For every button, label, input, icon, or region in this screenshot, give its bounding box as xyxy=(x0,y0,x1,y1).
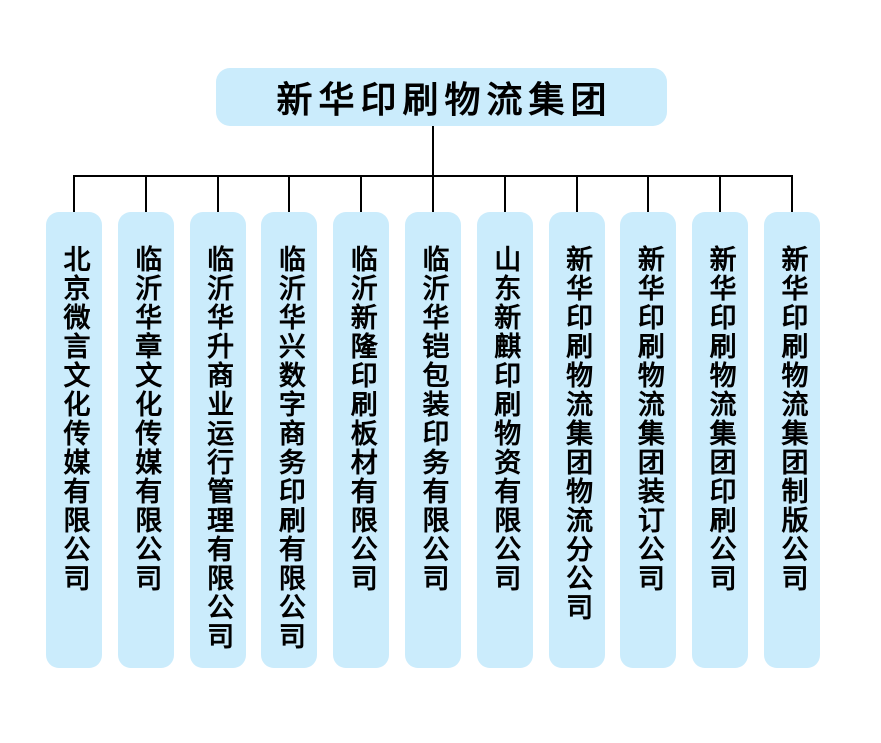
group-root-label: 新华印刷物流集团 xyxy=(276,80,613,121)
connector-drop xyxy=(575,176,578,212)
connector-drop xyxy=(144,176,147,212)
company-name: 山东新麒印刷物资有限公司 xyxy=(489,245,521,593)
company-node: 北京微言文化传媒有限公司 xyxy=(46,212,102,668)
company-node: 临沂新隆印刷板材有限公司 xyxy=(333,212,390,668)
connector-drop xyxy=(647,176,650,212)
org-node-cell: 山东新麒印刷物资有限公司 xyxy=(476,176,533,668)
org-node-cell: 新华印刷物流集团物流分公司 xyxy=(548,176,605,668)
group-root-node: 新华印刷物流集团 xyxy=(216,68,667,126)
subsidiaries-row: 北京微言文化传媒有限公司 临沂华章文化传媒有限公司 临沂华升商业运行管理有限公司… xyxy=(46,176,820,668)
org-node-cell: 临沂新隆印刷板材有限公司 xyxy=(333,176,390,668)
connector-drop xyxy=(288,176,291,212)
company-name: 新华印刷物流集团制版公司 xyxy=(776,245,808,593)
company-node: 临沂华升商业运行管理有限公司 xyxy=(189,212,246,668)
connector-drop xyxy=(216,176,219,212)
company-name: 临沂华铠包装印务有限公司 xyxy=(417,245,449,593)
company-name: 临沂华兴数字商务印刷有限公司 xyxy=(273,245,305,651)
org-node-cell: 临沂华铠包装印务有限公司 xyxy=(404,176,461,668)
company-name: 新华印刷物流集团装订公司 xyxy=(632,245,664,593)
company-name: 新华印刷物流集团物流分公司 xyxy=(561,245,593,622)
org-node-cell: 临沂华兴数字商务印刷有限公司 xyxy=(261,176,318,668)
company-node: 临沂华铠包装印务有限公司 xyxy=(404,212,461,668)
company-name: 临沂新隆印刷板材有限公司 xyxy=(345,245,377,593)
org-node-cell: 新华印刷物流集团印刷公司 xyxy=(692,176,749,668)
org-node-cell: 临沂华章文化传媒有限公司 xyxy=(117,176,174,668)
connector-drop xyxy=(719,176,722,212)
company-name: 临沂华升商业运行管理有限公司 xyxy=(202,245,234,651)
connector-drop xyxy=(431,176,434,212)
root-connector-line xyxy=(432,126,434,176)
org-node-cell: 临沂华升商业运行管理有限公司 xyxy=(189,176,246,668)
company-node: 山东新麒印刷物资有限公司 xyxy=(476,212,533,668)
company-node: 新华印刷物流集团装订公司 xyxy=(620,212,677,668)
company-node: 临沂华章文化传媒有限公司 xyxy=(117,212,174,668)
company-node: 临沂华兴数字商务印刷有限公司 xyxy=(261,212,318,668)
company-node: 新华印刷物流集团制版公司 xyxy=(763,212,820,668)
company-name: 临沂华章文化传媒有限公司 xyxy=(130,245,162,593)
connector-drop xyxy=(790,176,793,212)
company-name: 北京微言文化传媒有限公司 xyxy=(58,245,90,593)
company-name: 新华印刷物流集团印刷公司 xyxy=(704,245,736,593)
company-node: 新华印刷物流集团印刷公司 xyxy=(692,212,749,668)
connector-drop xyxy=(503,176,506,212)
company-node: 新华印刷物流集团物流分公司 xyxy=(548,212,605,668)
connector-drop xyxy=(73,176,75,212)
connector-drop xyxy=(360,176,363,212)
org-node-cell: 新华印刷物流集团装订公司 xyxy=(620,176,677,668)
org-node-cell: 北京微言文化传媒有限公司 xyxy=(46,176,102,668)
org-node-cell: 新华印刷物流集团制版公司 xyxy=(763,176,820,668)
